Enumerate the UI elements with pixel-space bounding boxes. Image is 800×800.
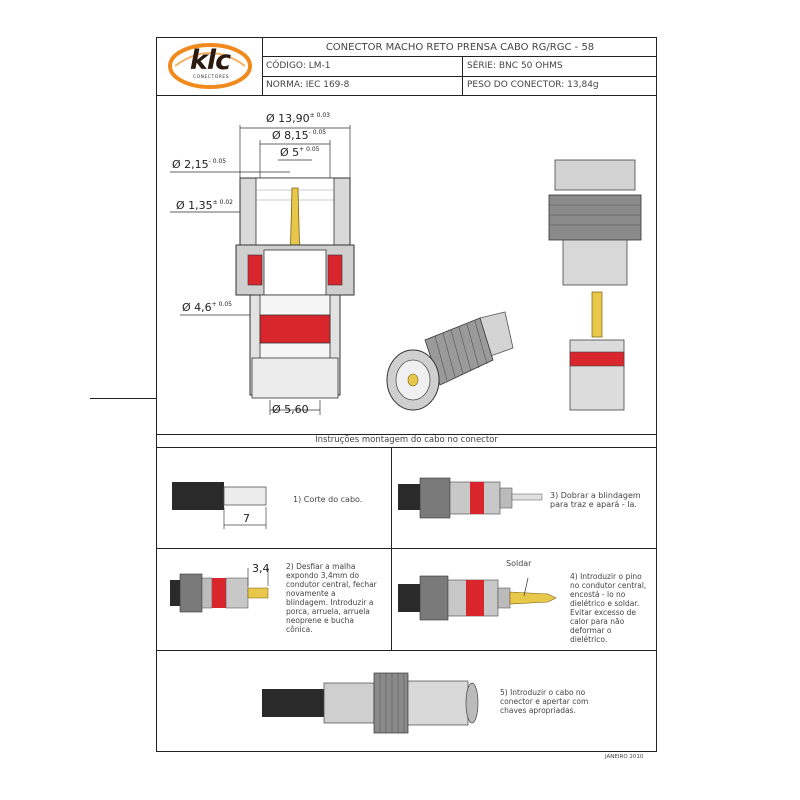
dim-5: Ø 5+ 0.05 (280, 146, 319, 159)
dim-4-6: Ø 4,6+ 0.05 (182, 301, 232, 314)
dim-2-15: Ø 2,15- 0.05 (172, 158, 226, 171)
header-line-1 (262, 56, 657, 57)
connector-cutaway-view (569, 291, 625, 411)
section-divider (391, 447, 392, 650)
section-line (156, 434, 657, 435)
header-line-2 (262, 76, 657, 77)
dim-4-6-value: Ø 4,6 (182, 301, 212, 314)
dim-5-value: Ø 5 (280, 146, 300, 159)
step5-text: 5) Introduzir o cabo no conector e apert… (500, 688, 589, 715)
klc-logo: klc CONECTORES (167, 42, 253, 90)
logo-text: klc (189, 45, 231, 76)
drawing-sheet (156, 37, 657, 752)
dim-13-90: Ø 13,90± 0.03 (266, 112, 330, 125)
dim-13-90-value: Ø 13,90 (266, 112, 310, 125)
dim-5-tol: + 0.05 (299, 146, 320, 153)
dim-8-15-tol: - 0.05 (308, 129, 327, 136)
step5-figure (262, 672, 479, 734)
header-divider-2 (462, 56, 463, 95)
dim-2-15-tol: - 0.05 (208, 158, 227, 165)
connector-side-view (548, 159, 642, 286)
cross-section-drawing (170, 125, 355, 415)
dim-13-90-tol: ± 0.03 (309, 112, 330, 119)
margin-line (90, 398, 156, 399)
instructions-title: Instruções montagem do cabo no conector (315, 435, 498, 445)
section-line (156, 548, 657, 549)
footer-date: JANEIRO 2010 (605, 754, 644, 760)
step3-text: 3) Dobrar a blindagem para traz e apará … (550, 491, 641, 509)
section-line (156, 650, 657, 651)
logo-subtext: CONECTORES (192, 75, 230, 80)
section-line (156, 447, 657, 448)
step2-figure (170, 568, 269, 613)
dim-8-15: Ø 8,15- 0.05 (272, 129, 326, 142)
step2-dimension: 3,4 (252, 562, 270, 575)
header-bottom (156, 95, 657, 96)
step1-text: 1) Corte do cabo. (293, 495, 363, 504)
step1-dimension: 7 (243, 512, 250, 525)
dim-5-60-value: Ø 5,60 (272, 403, 309, 416)
dim-1-35: Ø 1,35± 0.02 (176, 199, 233, 212)
step1-cable-figure (172, 482, 267, 529)
weight-field: PESO DO CONECTOR: 13,84g (467, 80, 599, 90)
step4-solder-label: Soldar (506, 559, 532, 568)
dim-1-35-tol: ± 0.02 (212, 199, 233, 206)
connector-iso-view (386, 311, 514, 411)
step4-text: 4) Introduzir o pino no condutor central… (570, 572, 647, 644)
header-divider (262, 37, 263, 95)
logo-mark (168, 43, 252, 89)
document-title: CONECTOR MACHO RETO PRENSA CABO RG/RGC -… (325, 42, 595, 53)
norm-field: NORMA: IEC 169-8 (266, 80, 350, 90)
dim-4-6-tol: + 0.05 (211, 301, 232, 308)
dim-5-60: Ø 5,60 (272, 403, 309, 416)
code-field: CÓDIGO: LM-1 (266, 61, 331, 71)
step4-figure (398, 575, 557, 621)
dim-2-15-value: Ø 2,15 (172, 158, 209, 171)
dim-1-35-value: Ø 1,35 (176, 199, 213, 212)
series-field: SÉRIE: BNC 50 OHMS (467, 61, 563, 71)
step2-text: 2) Desfiar a malha expondo 3,4mm do cond… (286, 562, 377, 634)
dim-8-15-value: Ø 8,15 (272, 129, 309, 142)
step3-figure (398, 477, 543, 519)
